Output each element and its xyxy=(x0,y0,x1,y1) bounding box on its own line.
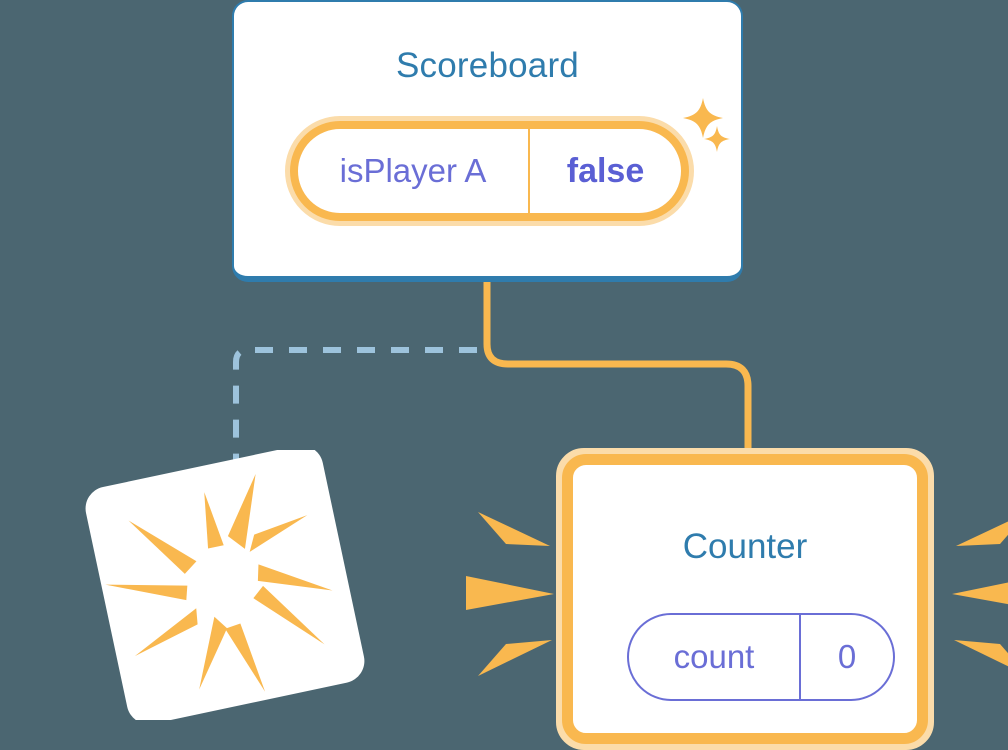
scoreboard-title: Scoreboard xyxy=(396,46,579,85)
ghost-card-graphic xyxy=(85,445,365,725)
scoreboard-pill-body: isPlayer A false xyxy=(290,121,689,221)
counter-card-frame: Counter count 0 xyxy=(562,454,928,744)
ghost-card-surface xyxy=(85,445,365,725)
connector-scoreboard-to-counter xyxy=(483,282,752,470)
counter-burst-right xyxy=(952,521,1008,667)
sparkle-small-icon xyxy=(704,126,730,152)
counter-burst-left xyxy=(466,512,554,676)
counter-state-key: count xyxy=(629,615,801,699)
scoreboard-card[interactable]: Scoreboard isPlayer A false xyxy=(232,0,743,282)
sparkle-large-icon xyxy=(683,98,723,138)
scoreboard-state-pill[interactable]: isPlayer A false xyxy=(285,116,694,226)
counter-card[interactable]: Counter count 0 xyxy=(556,448,934,750)
counter-title: Counter xyxy=(682,527,808,566)
scoreboard-state-key: isPlayer A xyxy=(298,129,530,213)
scoreboard-state-value: false xyxy=(566,151,645,190)
ghost-card[interactable] xyxy=(82,445,367,725)
burst-rays xyxy=(105,474,333,692)
connector-scoreboard-to-ghost-card xyxy=(233,347,477,468)
counter-state-pill[interactable]: count 0 xyxy=(627,613,895,701)
counter-state-value: 0 xyxy=(837,638,857,675)
